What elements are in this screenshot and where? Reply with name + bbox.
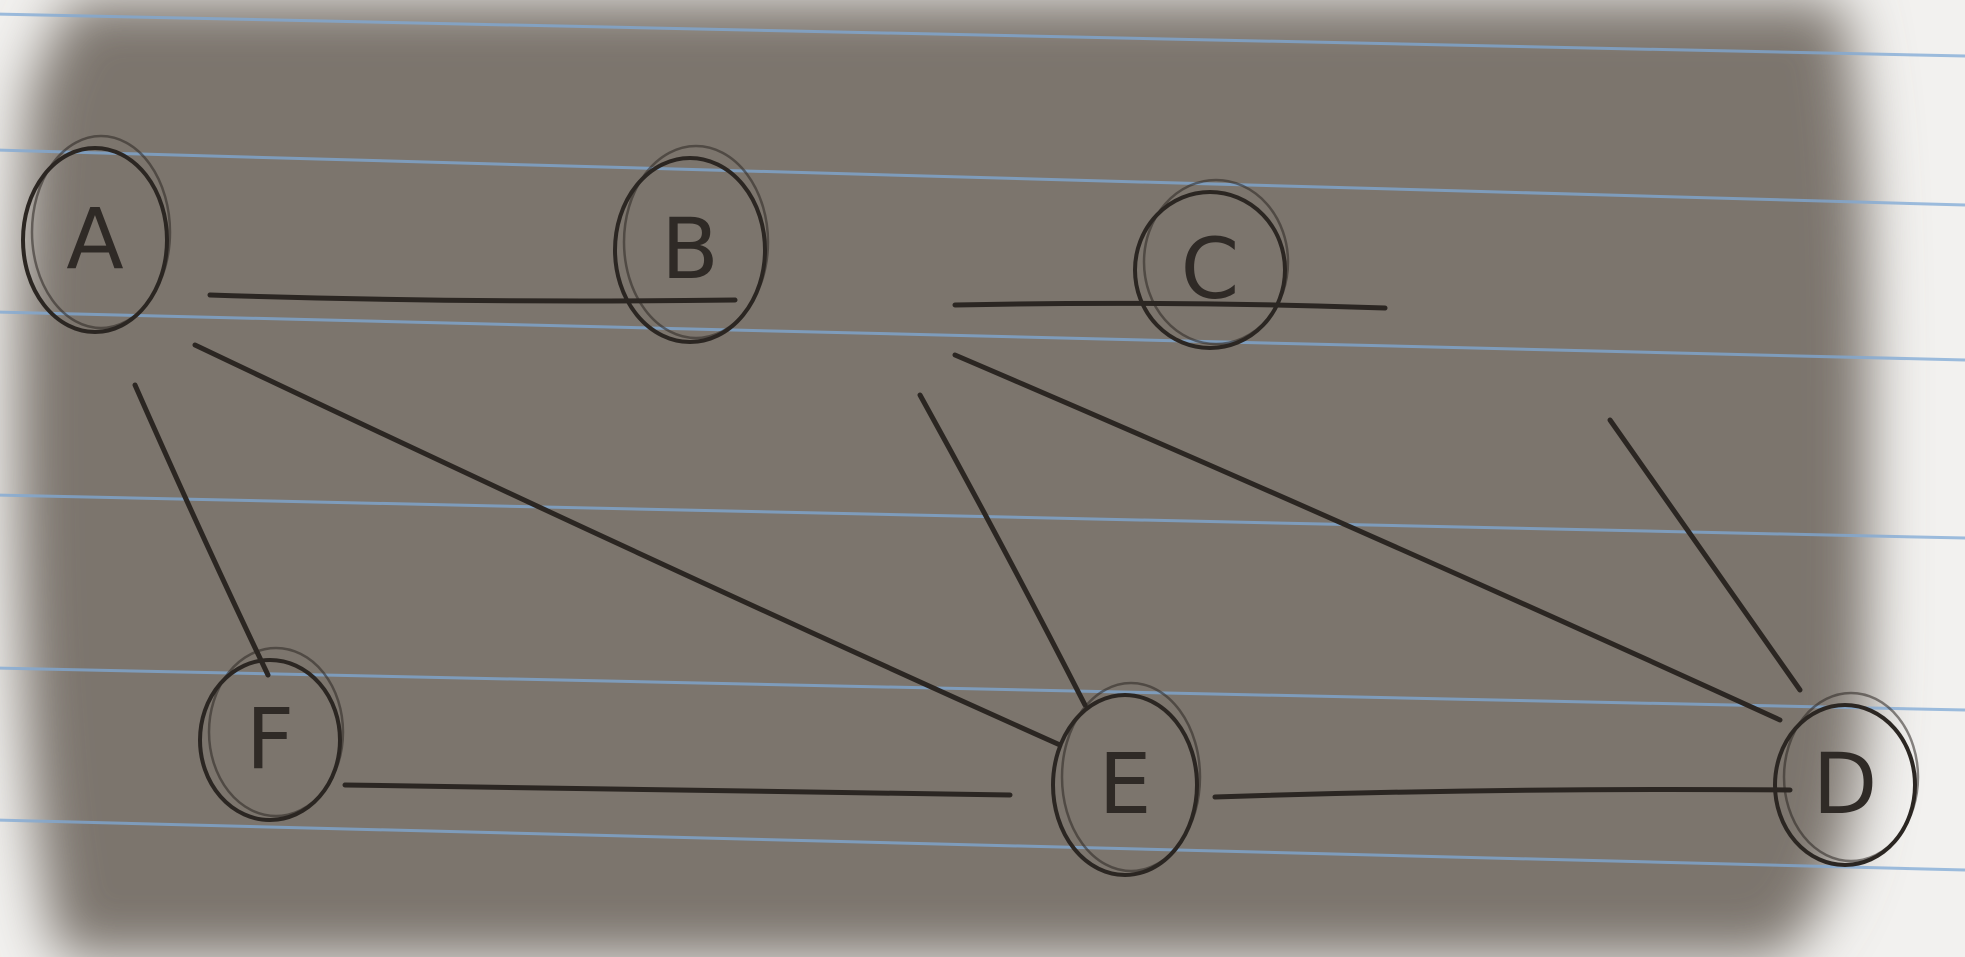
edge-a-b	[207, 292, 738, 304]
node-label: E	[1098, 735, 1151, 833]
edge-b-d	[952, 352, 1783, 723]
ruled-line	[0, 666, 1965, 712]
ruled-lines	[0, 12, 1965, 872]
node-circle	[613, 156, 767, 344]
edge-c-d	[1607, 417, 1803, 693]
node-circle	[198, 658, 342, 822]
edge-b-e	[917, 392, 1088, 708]
node-circle-stroke	[622, 144, 770, 340]
node-circle-stroke	[1142, 178, 1290, 346]
node-label: F	[246, 690, 294, 788]
node-label: B	[661, 200, 719, 298]
photo-shadow	[16, 0, 1869, 957]
ruled-line	[0, 818, 1965, 872]
ruled-line	[0, 148, 1965, 207]
node-b: B	[613, 144, 770, 344]
graph-nodes: A B C F E D	[21, 134, 1920, 877]
ruled-line	[0, 310, 1965, 362]
node-d: D	[1773, 691, 1920, 867]
node-circle	[1051, 693, 1199, 877]
node-e: E	[1051, 681, 1202, 877]
node-circle	[1773, 703, 1917, 867]
ruled-line	[0, 12, 1965, 58]
edge-f-e	[342, 782, 1013, 798]
node-circle-stroke	[207, 646, 345, 818]
edge-e-d	[1212, 786, 1793, 800]
node-circle-stroke	[30, 134, 172, 330]
edge-a-f	[132, 382, 271, 678]
node-label: C	[1181, 220, 1240, 318]
node-label: D	[1813, 735, 1878, 833]
node-circle-stroke	[1782, 691, 1920, 863]
node-circle	[21, 146, 169, 334]
node-f: F	[198, 646, 345, 822]
node-circle-stroke	[1060, 681, 1202, 873]
edge-a-e	[192, 342, 1063, 748]
ruled-line	[0, 493, 1965, 540]
node-label: A	[66, 190, 123, 288]
edge-b-c	[952, 300, 1388, 311]
node-c: C	[1133, 178, 1290, 350]
graph-edges	[132, 292, 1803, 800]
node-circle	[1133, 190, 1287, 350]
node-a: A	[21, 134, 172, 334]
